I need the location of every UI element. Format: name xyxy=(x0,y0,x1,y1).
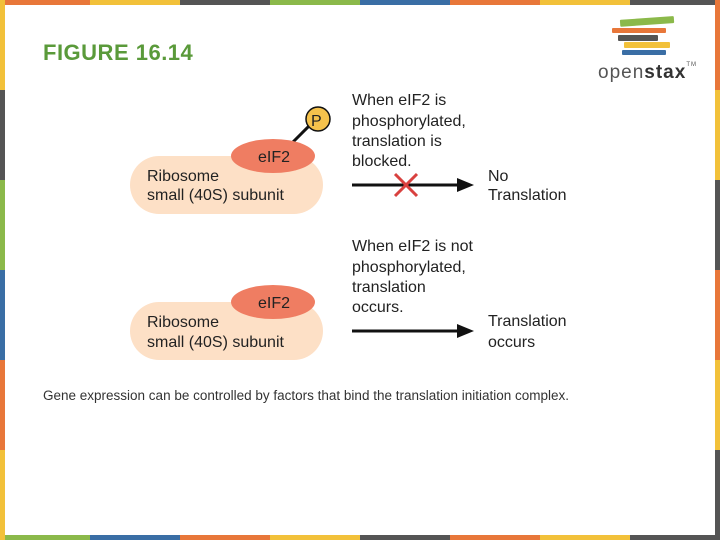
top-description-1: When eIF2 is xyxy=(352,92,446,109)
right-border xyxy=(715,0,720,540)
border-segment xyxy=(0,0,90,5)
top-subunit-line1: Ribosome xyxy=(147,168,219,185)
logo-bar-3 xyxy=(618,35,658,41)
border-segment xyxy=(715,0,720,90)
border-segment xyxy=(715,180,720,270)
border-segment xyxy=(0,270,5,360)
figure-caption: Gene expression can be controlled by fac… xyxy=(43,388,570,403)
border-segment xyxy=(715,450,720,540)
border-segment xyxy=(360,0,450,5)
left-border xyxy=(0,0,5,540)
top-eif2-label: eIF2 xyxy=(258,149,290,166)
bottom-subunit-line1: Ribosome xyxy=(147,314,219,331)
border-segment xyxy=(450,535,540,540)
border-segment xyxy=(270,535,360,540)
border-segment xyxy=(180,0,270,5)
border-segment xyxy=(540,535,630,540)
border-segment xyxy=(715,360,720,450)
border-segment xyxy=(180,535,270,540)
bottom-border xyxy=(0,535,720,540)
top-subunit-line2: small (40S) subunit xyxy=(147,187,285,204)
logo-bar-5 xyxy=(622,50,666,55)
bottom-subunit-line2: small (40S) subunit xyxy=(147,334,285,351)
top-outcome-2: Translation xyxy=(488,187,567,204)
top-description-3: translation is xyxy=(352,133,442,150)
top-arrow-head xyxy=(457,178,474,192)
border-segment xyxy=(0,450,5,540)
phosphate-label: P xyxy=(311,113,322,130)
openstax-logo-icon xyxy=(612,16,675,55)
border-segment xyxy=(715,90,720,180)
border-segment xyxy=(630,0,720,5)
border-segment xyxy=(0,0,5,90)
border-segment xyxy=(270,0,360,5)
blocked-x-stroke-2 xyxy=(393,172,419,198)
logo-bar-1 xyxy=(612,28,666,33)
bottom-eif2 xyxy=(231,285,315,319)
border-segment xyxy=(630,535,720,540)
top-border xyxy=(0,0,720,5)
top-eif2 xyxy=(231,139,315,173)
border-segment xyxy=(0,360,5,450)
border-segment xyxy=(0,90,5,180)
bottom-description-1: When eIF2 is not xyxy=(352,238,474,255)
border-segment xyxy=(715,270,720,360)
logo-bar-4 xyxy=(624,42,670,48)
border-segment xyxy=(450,0,540,5)
phosphate-icon xyxy=(305,106,331,132)
top-description-2: phosphorylated, xyxy=(352,113,466,130)
top-panel: eIF2 P Ribosome small (40S) subunit When… xyxy=(130,92,567,214)
openstax-wordmark: openstaxTM xyxy=(598,62,697,83)
border-segment xyxy=(0,535,90,540)
border-segment xyxy=(0,180,5,270)
figure-title: FIGURE 16.14 xyxy=(43,40,194,65)
bottom-description-4: occurs. xyxy=(352,299,404,316)
bottom-eif2-label: eIF2 xyxy=(258,295,290,312)
border-segment xyxy=(360,535,450,540)
bottom-arrow-head xyxy=(457,324,474,338)
top-description-4: blocked. xyxy=(352,153,412,170)
border-segment xyxy=(90,0,180,5)
top-outcome-1: No xyxy=(488,168,509,185)
bottom-description-3: translation xyxy=(352,279,426,296)
bottom-panel: eIF2 Ribosome small (40S) subunit When e… xyxy=(130,238,567,360)
logo-bar-2 xyxy=(619,16,675,27)
bottom-outcome-2: occurs xyxy=(488,334,535,351)
bottom-description-2: phosphorylated, xyxy=(352,259,466,276)
border-segment xyxy=(540,0,630,5)
bottom-outcome-1: Translation xyxy=(488,313,567,330)
border-segment xyxy=(90,535,180,540)
